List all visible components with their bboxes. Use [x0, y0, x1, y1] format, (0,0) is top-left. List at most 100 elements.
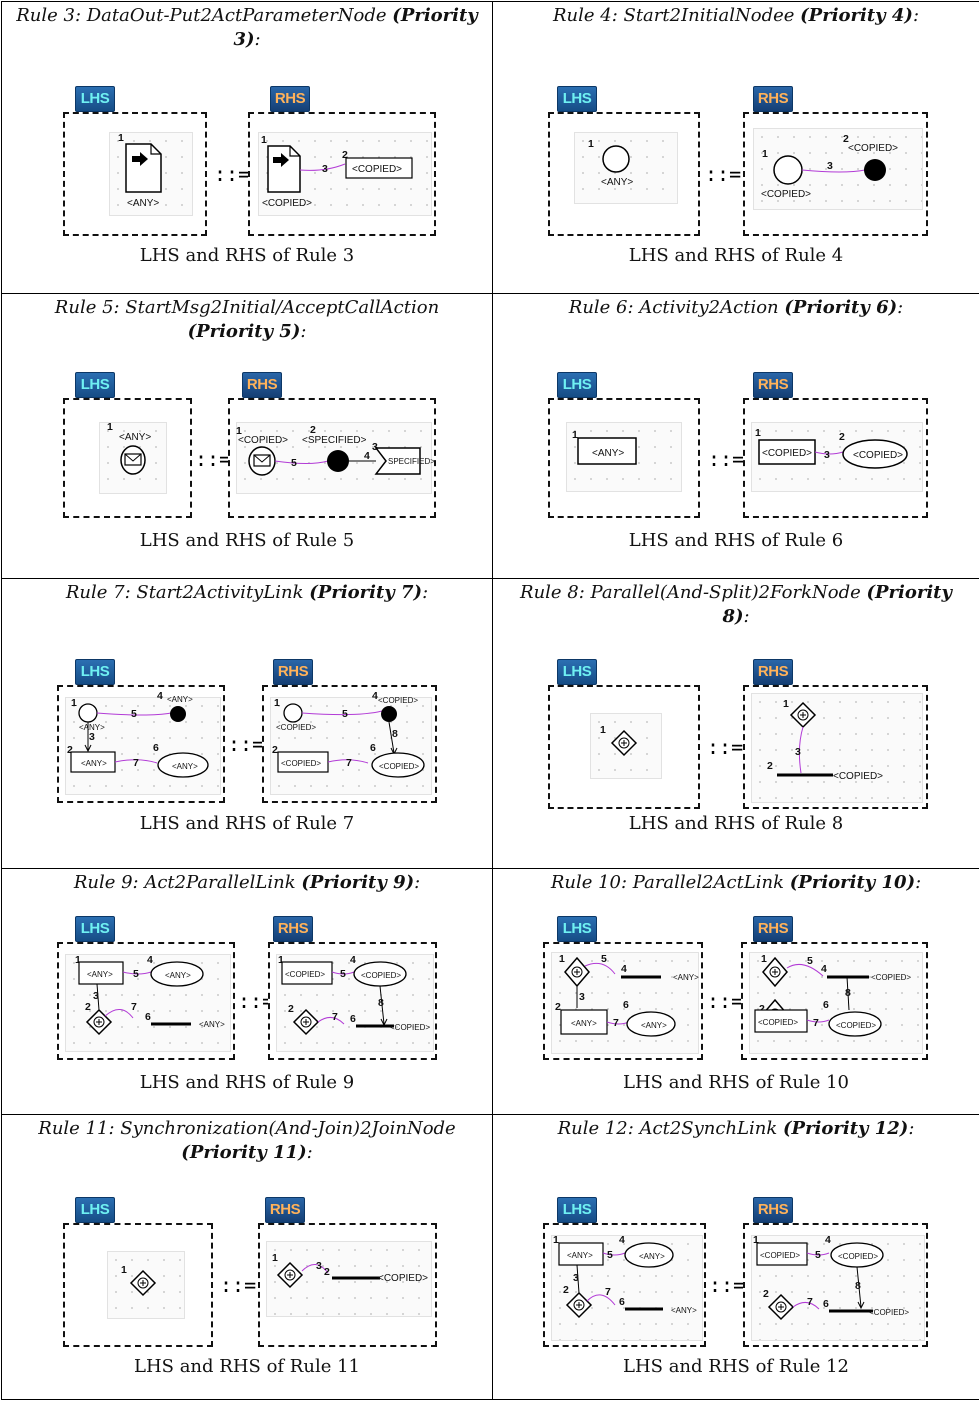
- edge-id-3: 3: [89, 731, 95, 743]
- node-id-1: 1: [755, 427, 761, 439]
- initial-node-filled: [381, 706, 397, 722]
- node-id-4: 4: [157, 690, 163, 702]
- rhs-panel: 1 <COPIED> 5 4 <COPIED> 8 2 7: [268, 942, 437, 1060]
- node-id-1: 1: [121, 1264, 127, 1276]
- lhs-badge: LHS: [75, 916, 115, 942]
- rhs-panel: 1 <COPIED> 3 2 <COPIED>: [743, 398, 928, 518]
- edge-id-5: 5: [291, 457, 297, 469]
- rhs-badge: RHS: [273, 659, 313, 685]
- assign-symbol: ::=: [707, 735, 744, 759]
- rhs-canvas: [266, 1241, 432, 1317]
- lhs-badge: LHS: [75, 659, 115, 685]
- copied-label: <COPIED>: [361, 971, 401, 980]
- lhs-badge: LHS: [557, 916, 597, 942]
- node-id-6: 6: [370, 742, 376, 754]
- rhs-badge: RHS: [753, 916, 793, 942]
- node-id-2: 2: [763, 1288, 769, 1300]
- rule-4-title: Rule 4: Start2InitialNodee (Priority 4):: [552, 5, 920, 26]
- node-id-2: 2: [67, 744, 73, 756]
- edge-id-5: 5: [342, 708, 348, 720]
- node-id-1: 1: [71, 697, 77, 709]
- rhs-badge: RHS: [273, 916, 313, 942]
- activity-node: [281, 961, 333, 985]
- lhs-pattern: 1: [600, 724, 638, 757]
- edge-id-3: 3: [316, 1260, 322, 1272]
- any-label: <ANY>: [87, 970, 113, 979]
- assign-symbol: ::=: [228, 732, 265, 756]
- node-id-1: 1: [274, 697, 280, 709]
- rule-3-cell: Rule 3: DataOut-Put2ActParameterNode (Pr…: [1, 1, 493, 294]
- envelope-icon: [124, 453, 142, 466]
- lhs-pattern: 1 <ANY>: [588, 138, 633, 188]
- link-edge: [806, 1019, 830, 1023]
- node-id-2: 2: [342, 149, 348, 161]
- link-edge: [301, 1264, 329, 1274]
- lhs-canvas: [574, 132, 678, 204]
- lhs-pattern: 1 <ANY> 5 4 <ANY> 3 2 <ANY> 7 6: [67, 690, 209, 778]
- rhs-panel: 1 <COPIED> 5 4 <COPIED> 8 2 7: [743, 1223, 928, 1347]
- node-id-2: 2: [759, 1003, 765, 1015]
- lhs-pattern: 1 <ANY>: [118, 132, 162, 209]
- node-id-2: 2: [85, 1001, 91, 1013]
- copied-label: <COPIED>: [758, 1018, 798, 1027]
- start-node: [283, 703, 303, 723]
- node-id-2: 2: [839, 431, 845, 443]
- control-flow-edge: [379, 985, 385, 1025]
- node-id-4: 4: [619, 1234, 625, 1246]
- control-flow-edge: [576, 1264, 580, 1294]
- node-id-6: 6: [145, 1011, 151, 1023]
- action-node: [828, 1011, 882, 1037]
- rhs-pattern: 1 <COPIED> 5 4 <COPIED> 8 2 7: [753, 1234, 909, 1321]
- link-edge: [798, 726, 804, 774]
- copied-label: <COPIED>: [238, 435, 288, 446]
- node-id-2: 2: [324, 1266, 330, 1278]
- node-id-4: 4: [621, 963, 627, 975]
- link-edge: [122, 971, 152, 975]
- rhs-badge: RHS: [270, 86, 310, 112]
- node-id-4: 4: [372, 690, 378, 702]
- rule-3-title: Rule 3: DataOut-Put2ActParameterNode (Pr…: [16, 5, 478, 50]
- node-id-1: 1: [761, 953, 767, 965]
- edge-id-3: 3: [573, 1272, 579, 1284]
- node-id-4: 4: [350, 954, 356, 966]
- lhs-badge: LHS: [75, 1197, 115, 1223]
- lhs-panel: 1: [63, 1223, 213, 1347]
- rule-7-cell: Rule 7: Start2ActivityLink (Priority 7):…: [1, 578, 493, 869]
- rhs-badge: RHS: [753, 372, 793, 398]
- node-id-1: 1: [272, 1252, 278, 1264]
- node-id-2: 2: [288, 1003, 294, 1015]
- initial-node-filled: [864, 159, 886, 181]
- link-edge: [327, 759, 369, 764]
- rhs-panel: 1 <COPIED> 3 2 <COPIED>: [743, 112, 928, 236]
- node-id-1: 1: [118, 132, 124, 144]
- any-label: <ANY>: [571, 1019, 597, 1028]
- node-id-1: 1: [559, 953, 565, 965]
- specified-label: <SPECIFIED>: [302, 435, 367, 446]
- any-label: <ANY>: [671, 1306, 697, 1315]
- node-id-6: 6: [623, 999, 629, 1011]
- edge-id-3: 3: [827, 160, 833, 172]
- link-edge: [584, 962, 616, 975]
- copied-label: <COPIED>: [760, 1251, 800, 1260]
- rhs-panel: 1 3 2 <COPIED>: [258, 1223, 437, 1347]
- specified-label: SPECIFIED>: [388, 457, 435, 466]
- rhs-badge: RHS: [753, 659, 793, 685]
- initial-node-filled: [327, 450, 349, 472]
- link-edge: [801, 169, 866, 173]
- lhs-canvas: [107, 1251, 185, 1319]
- rhs-panel: 1 3 2 <COPIED> <COPIED>: [248, 112, 436, 236]
- lhs-panel: 1 <ANY> 5 4 <ANY> 3 2 7 6: [543, 1223, 706, 1347]
- copied-label: <COPIED>: [871, 973, 911, 982]
- edge-id-7: 7: [613, 1017, 619, 1029]
- lhs-panel: 1: [548, 685, 700, 809]
- assign-symbol: ::=: [708, 447, 745, 471]
- any-label: <ANY>: [567, 1251, 593, 1260]
- rule-8-caption: LHS and RHS of Rule 8: [628, 813, 844, 834]
- lhs-panel: 1 5 4 <ANY> 3 2 <ANY> 7 6: [543, 942, 703, 1060]
- rule-4-cell: Rule 4: Start2InitialNodee (Priority 4):…: [492, 1, 979, 294]
- action-node: [371, 752, 425, 778]
- copied-label: <COPIED>: [761, 189, 811, 200]
- any-label: <ANY>: [673, 973, 699, 982]
- link-edge: [792, 1302, 820, 1310]
- edge-id-8: 8: [855, 1280, 861, 1292]
